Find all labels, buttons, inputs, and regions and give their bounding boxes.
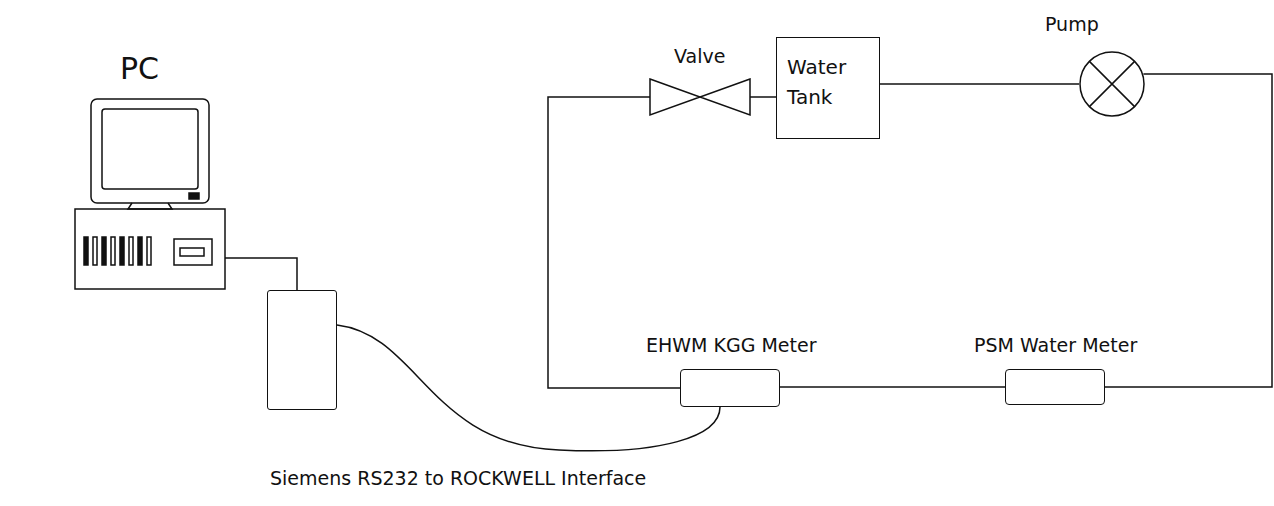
valve-symbol: Valve (650, 79, 750, 115)
pump-symbol: Pump (1079, 51, 1145, 117)
computer (72, 97, 228, 292)
part-label: Siemens RS232 to ROCKWELL Interface (270, 467, 646, 490)
box-label: Water Tank (777, 38, 879, 126)
pipe-line (780, 386, 1005, 388)
tank-box: Water Tank (776, 37, 880, 139)
pipe-line (880, 83, 1079, 85)
interface-box: Siemens RS232 to ROCKWELL Interface (267, 290, 337, 410)
meter-box: PSM Water Meter (1005, 369, 1105, 405)
part-label: PC (120, 51, 159, 87)
pipe-line (225, 258, 297, 290)
computer: PC (72, 97, 228, 292)
meter-box: EHWM KGG Meter (680, 369, 780, 407)
pump-symbol (1079, 51, 1145, 117)
valve-symbol (650, 79, 750, 115)
part-label: PSM Water Meter (974, 334, 1137, 357)
part-label: Pump (1045, 13, 1099, 36)
part-label: EHWM KGG Meter (646, 334, 817, 357)
part-label: Valve (674, 45, 725, 68)
pipe-line (750, 96, 776, 98)
